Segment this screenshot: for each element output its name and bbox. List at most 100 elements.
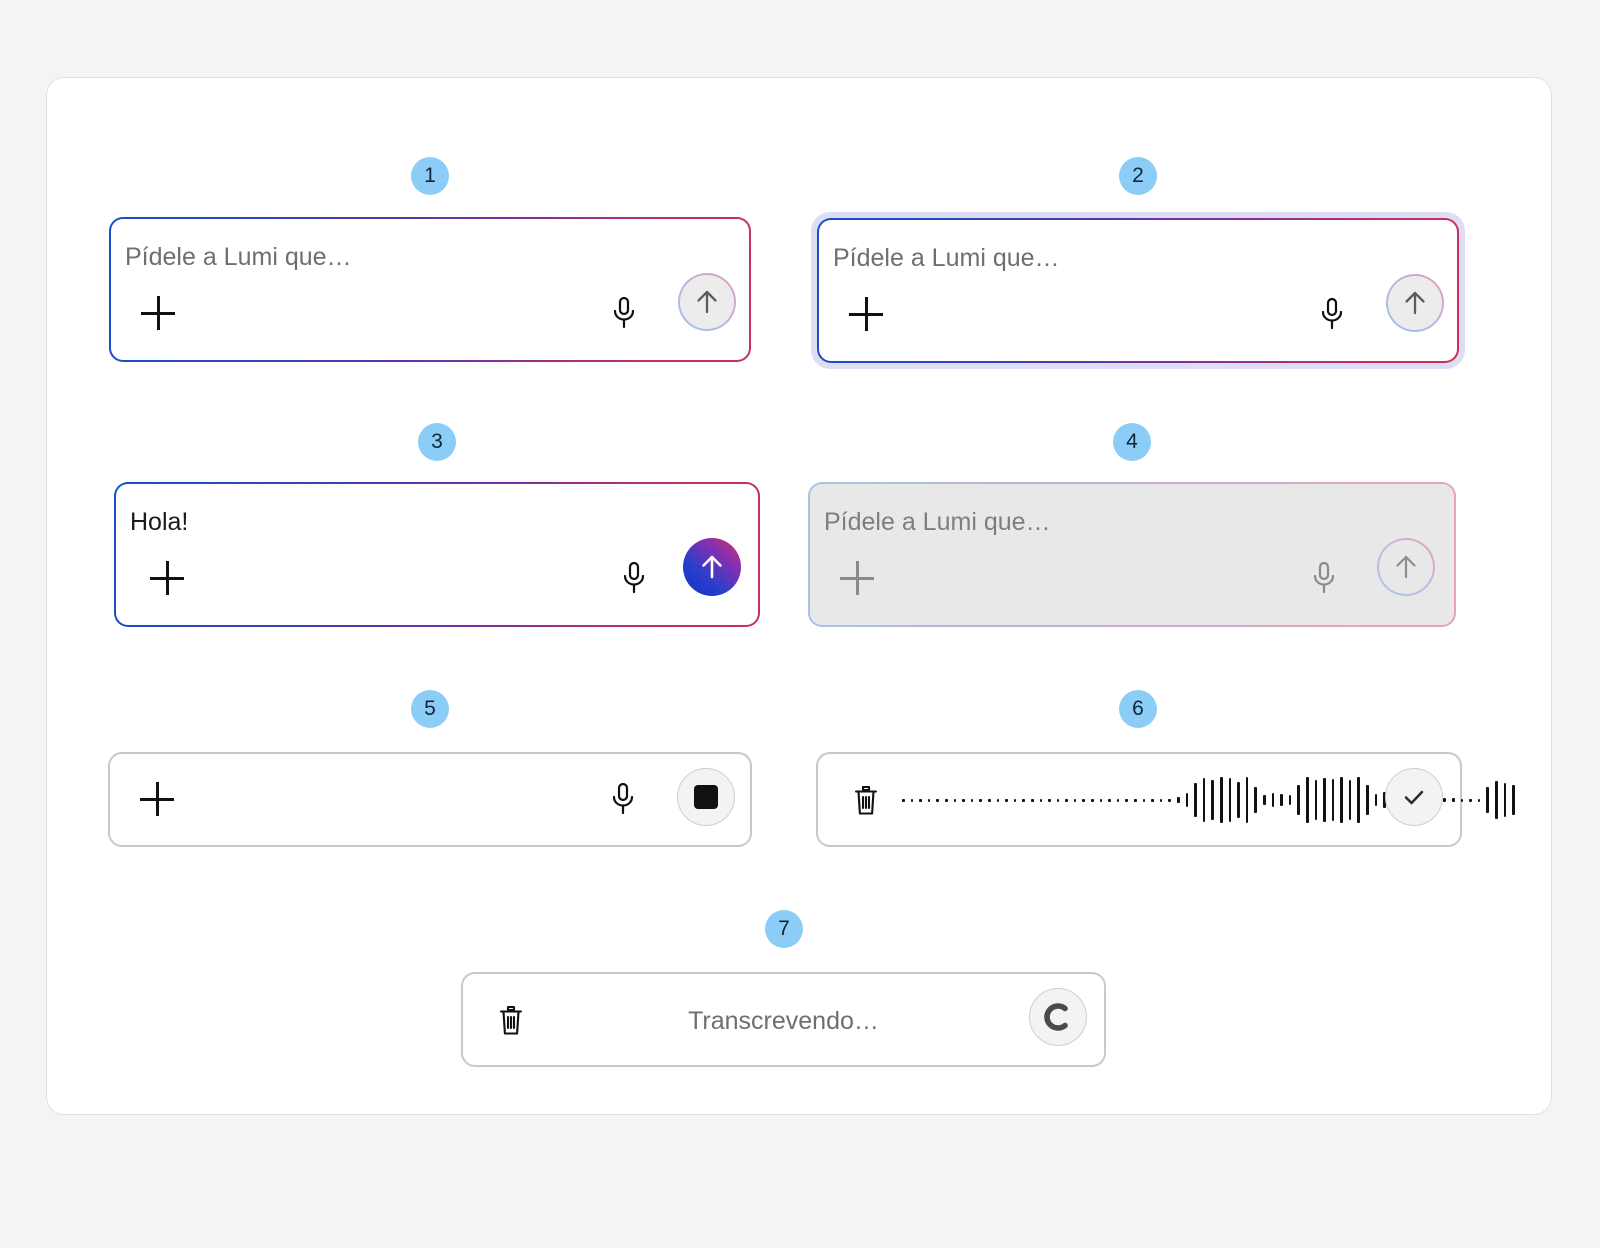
waveform-bar — [944, 798, 948, 802]
spinner-icon — [1044, 1003, 1068, 1031]
waveform-bar — [1469, 798, 1472, 802]
waveform-bar — [1280, 794, 1283, 806]
waveform-bar — [1486, 787, 1489, 813]
waveform-bar — [1116, 798, 1120, 802]
waveform-bar — [1202, 778, 1206, 822]
waveform-bar — [1056, 798, 1060, 802]
waveform-bar — [1228, 778, 1232, 822]
waveform-bar — [1314, 780, 1318, 820]
send-button[interactable] — [683, 538, 741, 596]
send-button — [1377, 538, 1435, 596]
microphone-icon[interactable] — [1314, 296, 1350, 332]
waveform-bar — [1177, 797, 1180, 803]
waveform-bar — [1494, 781, 1498, 819]
spinner-button — [1029, 988, 1087, 1046]
waveform-bar — [1108, 798, 1111, 802]
plus-icon — [840, 561, 874, 595]
variant-badge-4: 4 — [1113, 423, 1151, 461]
waveform-bar — [1348, 780, 1352, 820]
waveform-bar — [1305, 777, 1309, 823]
waveform-bar — [1142, 798, 1146, 802]
waveform-bar — [996, 798, 1000, 802]
waveform-bar — [1271, 793, 1275, 807]
audio-waveform — [902, 770, 1515, 830]
plus-icon[interactable] — [150, 561, 184, 595]
waveform-bar — [1159, 798, 1163, 802]
waveform-bar — [1082, 798, 1086, 802]
waveform-bar — [1022, 798, 1025, 802]
waveform-bar — [1503, 783, 1507, 817]
composer-recording-review[interactable] — [816, 752, 1515, 847]
waveform-bar — [1134, 798, 1137, 802]
stop-button[interactable] — [677, 768, 735, 826]
waveform-bar — [1185, 793, 1189, 807]
waveform-bar — [1366, 785, 1369, 815]
waveform-bar — [919, 798, 922, 802]
waveform-bar — [936, 798, 939, 802]
microphone-icon[interactable] — [616, 560, 652, 596]
plus-icon[interactable] — [140, 782, 174, 816]
waveform-bar — [1030, 798, 1034, 802]
waveform-bar — [1383, 792, 1386, 808]
waveform-bar — [1065, 798, 1068, 802]
waveform-bar — [1237, 782, 1240, 818]
microphone-icon[interactable] — [605, 781, 641, 817]
transcribing-status: Transcrevendo… — [688, 1007, 879, 1035]
variant-badge-7: 7 — [765, 910, 803, 948]
waveform-bar — [987, 798, 991, 802]
waveform-bar — [1477, 798, 1481, 802]
microphone-icon — [1306, 560, 1342, 596]
composer-default[interactable]: Pídele a Lumi que… — [109, 217, 751, 362]
waveform-bar — [1262, 795, 1266, 805]
waveform-bar — [1357, 777, 1361, 823]
waveform-bar — [1512, 785, 1515, 815]
waveform-bar — [910, 798, 914, 802]
waveform-bar — [1168, 798, 1171, 802]
waveform-bar — [1099, 798, 1103, 802]
waveform-bar — [1340, 777, 1343, 823]
stop-icon — [694, 785, 718, 809]
variant-badge-6: 6 — [1119, 690, 1157, 728]
composer-disabled: Pídele a Lumi que… — [808, 482, 1456, 627]
composer-filled[interactable]: Hola! — [114, 482, 760, 627]
waveform-bar — [1288, 795, 1292, 805]
waveform-bar — [1151, 798, 1154, 802]
waveform-bar — [1331, 779, 1335, 821]
variant-badge-3: 3 — [418, 423, 456, 461]
composer-focused[interactable]: Pídele a Lumi que… — [817, 218, 1459, 363]
waveform-bar — [1219, 777, 1223, 823]
variant-badge-5: 5 — [411, 690, 449, 728]
waveform-bar — [1005, 798, 1008, 802]
variant-badge-1: 1 — [411, 157, 449, 195]
waveform-bar — [1194, 783, 1197, 817]
waveform-bar — [1443, 798, 1446, 802]
waveform-bar — [1452, 798, 1455, 802]
trash-icon[interactable] — [493, 1001, 529, 1041]
waveform-bar — [902, 798, 905, 802]
waveform-bar — [962, 798, 965, 802]
composer-value: Hola! — [130, 508, 189, 536]
waveform-bar — [979, 798, 982, 802]
composer-placeholder: Pídele a Lumi que… — [833, 244, 1060, 272]
waveform-bar — [1048, 798, 1051, 802]
microphone-icon[interactable] — [606, 295, 642, 331]
waveform-bar — [953, 798, 957, 802]
send-button[interactable] — [1386, 274, 1444, 332]
plus-icon[interactable] — [849, 297, 883, 331]
waveform-bar — [1039, 798, 1043, 802]
composer-placeholder: Pídele a Lumi que… — [125, 243, 352, 271]
waveform-bar — [1460, 798, 1464, 802]
send-button[interactable] — [678, 273, 736, 331]
waveform-bar — [1073, 798, 1077, 802]
confirm-button[interactable] — [1385, 768, 1443, 826]
trash-icon[interactable] — [848, 781, 884, 821]
composer-transcribing[interactable]: Transcrevendo… — [461, 972, 1106, 1067]
waveform-bar — [1254, 787, 1257, 813]
plus-icon[interactable] — [141, 296, 175, 330]
composer-recording-armed[interactable] — [108, 752, 752, 847]
waveform-bar — [1323, 778, 1326, 822]
waveform-bar — [1125, 798, 1129, 802]
waveform-bar — [927, 798, 931, 802]
waveform-bar — [1297, 785, 1300, 815]
